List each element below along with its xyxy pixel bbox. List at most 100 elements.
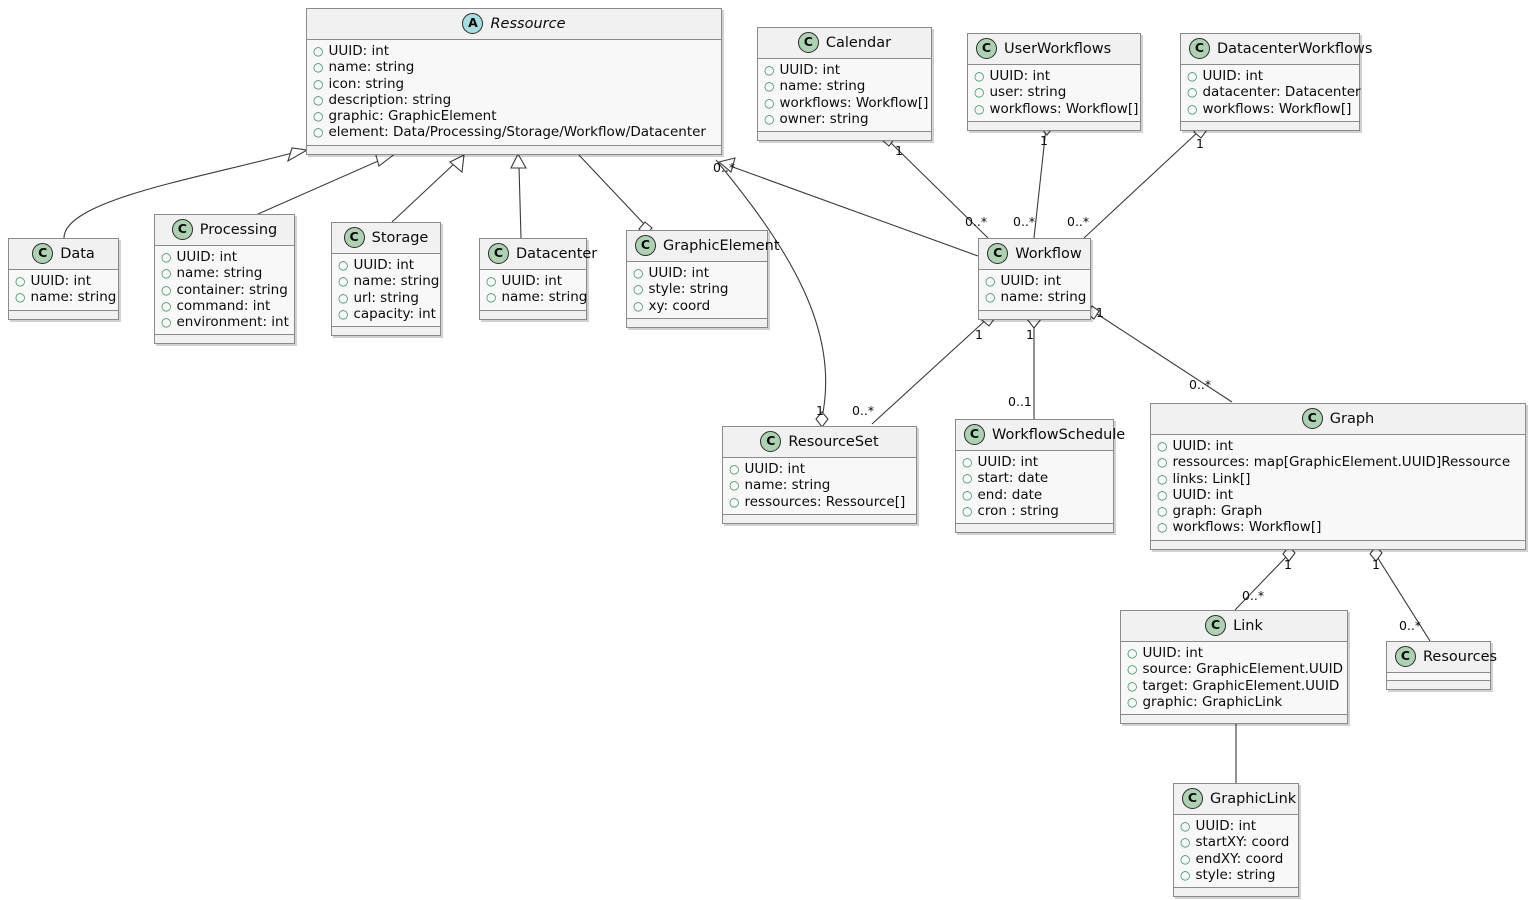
visibility-public-icon: ○ bbox=[486, 274, 497, 288]
class-attributes-workflowschedule: ○UUID: int○start: date○end: date○cron : … bbox=[956, 451, 1113, 525]
class-methods-workflowschedule bbox=[956, 524, 1113, 533]
visibility-public-icon: ○ bbox=[1180, 851, 1191, 866]
visibility-public-icon: ○ bbox=[161, 315, 172, 330]
multiplicity-label: 0..* bbox=[1242, 588, 1265, 603]
multiplicity-label: 1 bbox=[1372, 557, 1380, 572]
attribute-row: ○ name: string bbox=[764, 78, 925, 94]
visibility-public-icon: ○ bbox=[313, 44, 324, 58]
visibility-public-icon: ○ bbox=[1157, 520, 1168, 535]
multiplicity-label: 0..* bbox=[1189, 377, 1212, 392]
attribute-row: ○UUID: int bbox=[985, 273, 1084, 289]
attribute-text: name: string bbox=[744, 477, 831, 494]
attribute-row: ○end: date bbox=[962, 487, 1107, 503]
visibility-public-icon: ○ bbox=[1187, 85, 1198, 100]
class-icon: C bbox=[1205, 615, 1227, 636]
class-name-data: Data bbox=[60, 245, 95, 262]
attribute-row: ○start: date bbox=[962, 470, 1107, 486]
visibility-public-icon: ○ bbox=[633, 282, 644, 297]
attribute-text: name: string bbox=[1000, 289, 1087, 306]
arrowhead-inheritance-storage bbox=[449, 154, 465, 174]
attribute-row: ○UUID: int bbox=[1187, 68, 1353, 84]
class-icon: C bbox=[171, 219, 193, 240]
arrowhead-inheritance-data bbox=[287, 147, 309, 163]
attribute-row: ○links: Link[] bbox=[1157, 471, 1519, 487]
arrowhead-inheritance-datacenter bbox=[510, 152, 527, 169]
visibility-public-icon: ○ bbox=[764, 79, 775, 94]
visibility-public-icon: ○ bbox=[1127, 662, 1138, 677]
attribute-text: name: string bbox=[779, 78, 866, 95]
attribute-row: ○UUID: int bbox=[974, 68, 1134, 84]
class-name-workflow: Workflow bbox=[1015, 245, 1082, 262]
visibility-public-icon: ○ bbox=[1187, 69, 1198, 83]
class-attributes-link: ○UUID: int○source: GraphicElement.UUID○t… bbox=[1121, 642, 1347, 716]
visibility-public-icon: ○ bbox=[313, 125, 324, 140]
visibility-public-icon: ○ bbox=[962, 455, 973, 469]
multiplicity-label: 0..* bbox=[852, 403, 875, 418]
class-attributes-ressource: ○UUID: int○name: string○icon: string○des… bbox=[307, 40, 721, 146]
multiplicity-label: 1 bbox=[1040, 133, 1048, 148]
multiplicity-label: 1 bbox=[1096, 305, 1104, 320]
attribute-text: UUID: int bbox=[977, 454, 1039, 470]
class-methods-datacenterworkflows bbox=[1181, 121, 1359, 130]
attribute-text: UUID: int bbox=[744, 461, 806, 477]
attribute-row: ○workflows: Workflow[] bbox=[1187, 101, 1353, 117]
attribute-text: endXY: coord bbox=[1195, 850, 1284, 867]
attribute-text: owner: string bbox=[779, 110, 869, 127]
attribute-text: ressources: Ressource[] bbox=[744, 493, 906, 510]
attribute-row: ○ workflows: Workflow[] bbox=[764, 94, 929, 111]
attribute-text: workflows: Workflow[] bbox=[779, 94, 929, 111]
visibility-public-icon: ○ bbox=[1157, 439, 1168, 453]
attribute-text: source: GraphicElement.UUID bbox=[1142, 661, 1344, 678]
visibility-public-icon: ○ bbox=[338, 306, 349, 321]
attribute-text: UUID: int bbox=[176, 249, 238, 265]
attribute-row: ○name: string bbox=[729, 477, 910, 493]
edge-workflow-resourceset bbox=[871, 317, 989, 425]
attribute-text: name: string bbox=[176, 265, 263, 282]
visibility-public-icon: ○ bbox=[338, 274, 349, 289]
class-methods-processing bbox=[155, 335, 294, 344]
attribute-text: url: string bbox=[353, 289, 419, 306]
visibility-public-icon: ○ bbox=[962, 503, 973, 518]
attribute-row: ○UUID: int bbox=[764, 62, 925, 78]
class-attributes-data: ○UUID: int○name: string bbox=[9, 270, 118, 311]
class-methods-userworkflows bbox=[968, 121, 1140, 130]
visibility-public-icon: ○ bbox=[161, 298, 172, 313]
visibility-public-icon: ○ bbox=[1127, 646, 1138, 660]
visibility-public-icon: ○ bbox=[985, 274, 996, 288]
edge-workflow-graph bbox=[1093, 311, 1233, 403]
class-icon: C bbox=[797, 32, 819, 53]
attribute-text: UUID: int bbox=[1195, 818, 1257, 834]
visibility-public-icon: ○ bbox=[764, 95, 775, 110]
attribute-row: ○user: string bbox=[974, 84, 1134, 100]
multiplicity-label: 0..* bbox=[1013, 214, 1036, 229]
attribute-text: UUID: int bbox=[328, 43, 390, 59]
multiplicity-label: 1 bbox=[816, 403, 824, 418]
attribute-row: ○capacity: int bbox=[338, 306, 436, 322]
class-icon: C bbox=[1301, 408, 1323, 429]
attribute-row: ○ source: GraphicElement.UUID bbox=[1127, 661, 1344, 678]
edge-datacenterworkflows-workflow bbox=[1083, 130, 1200, 239]
attribute-row: ○graph: Graph bbox=[1157, 503, 1519, 519]
class-name-graphiclink: GraphicLink bbox=[1210, 790, 1297, 807]
